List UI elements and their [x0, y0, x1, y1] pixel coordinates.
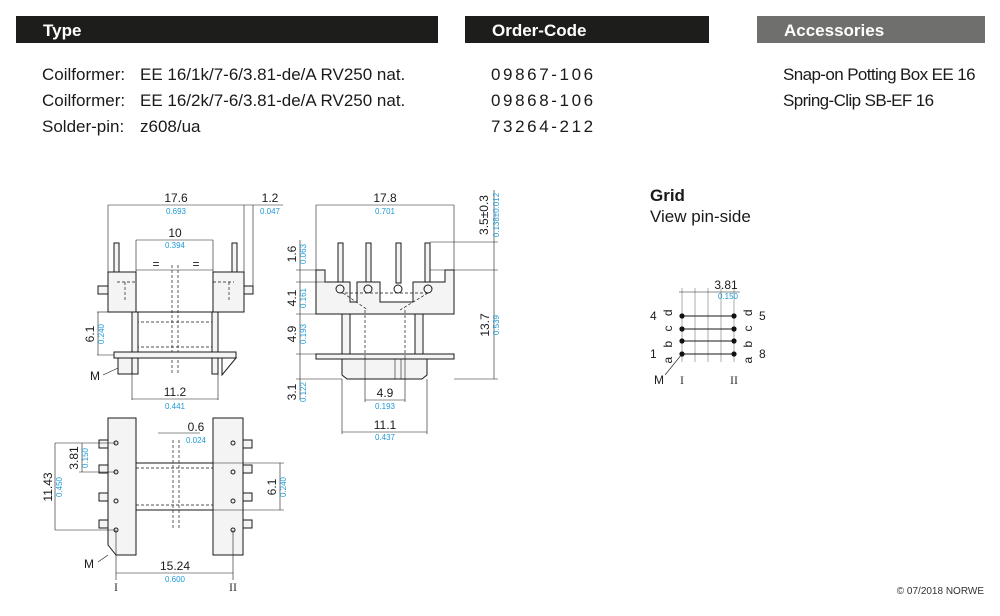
front-view-drawing: 17.6 0.693 1.2 0.047 10 0.394 = =: [83, 191, 283, 411]
dim-bottom-row: 15.24: [160, 559, 190, 573]
dim-side-total: 13.7: [478, 313, 492, 337]
pin-number-5: 5: [759, 309, 766, 323]
side-view-drawing: 17.8 0.701 3.5±0.3 0.138±0.012: [285, 190, 501, 442]
equal-sign: =: [192, 257, 199, 271]
dim-front-height-inch: 0.240: [97, 323, 106, 344]
order-code-header: Order-Code: [465, 16, 709, 43]
dim-front-width: 17.6: [164, 191, 188, 205]
dim-front-base: 11.2: [164, 385, 187, 399]
dim-bottom-height: 6.1: [265, 478, 279, 495]
accessory-item: Spring-Clip SB-EF 16: [783, 91, 934, 110]
grid-marker: M: [654, 373, 664, 387]
equal-sign: =: [152, 257, 159, 271]
dim-bottom-row-inch: 0.600: [165, 575, 186, 584]
pin-number-1: 1: [650, 347, 657, 361]
pin-number-4: 4: [650, 309, 657, 323]
dim-front-height: 6.1: [83, 325, 97, 342]
dim-bottom-gap-inch: 0.024: [186, 436, 207, 445]
dim-side-d3: 4.9: [285, 325, 299, 342]
dim-bottom-pitch: 3.81: [67, 446, 81, 470]
item-label: Solder-pin:: [42, 117, 125, 136]
pin-grid-diagram: 3.81 0.150 4 1 5 8 a b c d a b c d M I I…: [650, 278, 766, 387]
dim-side-d2-inch: 0.161: [299, 287, 308, 308]
pin-number-8: 8: [759, 347, 766, 361]
dim-side-inner-inch: 0.193: [375, 402, 396, 411]
dim-side-total-inch: 0.539: [492, 314, 501, 335]
accessory-item: Snap-on Potting Box EE 16: [783, 65, 976, 84]
marker-label: M: [84, 557, 94, 571]
row-label-II: II: [229, 580, 237, 594]
dim-side-d2: 4.1: [285, 289, 299, 306]
dim-front-base-inch: 0.441: [165, 402, 186, 411]
dim-side-pin-length-inch: 0.138±0.012: [492, 192, 501, 237]
dim-side-pin-length: 3.5±0.3: [477, 195, 491, 235]
dim-bottom-pitch-inch: 0.150: [81, 447, 90, 468]
grid-row-I: I: [680, 373, 684, 387]
item-label: Coilformer:: [42, 65, 126, 84]
item-order-code: 09868-106: [491, 91, 596, 110]
copyright-footer: © 07/2018 NORWE: [896, 586, 984, 597]
marker-label: M: [90, 369, 100, 383]
dim-bottom-gap: 0.6: [188, 420, 205, 434]
item-order-code: 73264-212: [491, 117, 596, 136]
row-label-I: I: [114, 580, 118, 594]
dim-side-d1-inch: 0.063: [299, 243, 308, 264]
grid-row-II: II: [730, 373, 738, 387]
dim-front-inner: 10: [168, 226, 182, 240]
dim-side-base-inch: 0.437: [375, 433, 396, 442]
item-label: Coilformer:: [42, 91, 126, 110]
item-order-code: 09867-106: [491, 65, 596, 84]
item-type: EE 16/2k/7-6/3.81-de/A RV250 nat.: [140, 91, 406, 110]
dim-front-inner-inch: 0.394: [165, 241, 186, 250]
dim-bottom-span: 11.43: [41, 472, 55, 501]
dim-side-d3-inch: 0.193: [299, 323, 308, 344]
grid-subtitle: View pin-side: [650, 207, 751, 226]
grid-pitch: 3.81: [714, 278, 738, 292]
dim-side-base: 11.1: [374, 418, 397, 432]
bottom-view-drawing: 0.6 0.024 3.81 0.150 11.43 0.450 6.1 0.2…: [41, 417, 288, 594]
item-type: z608/ua: [140, 117, 201, 136]
grid-letters-right: a b c d: [741, 306, 755, 363]
dim-front-pin-inch: 0.047: [260, 207, 281, 216]
dim-bottom-span-inch: 0.450: [55, 476, 64, 497]
type-header: Type: [16, 16, 438, 43]
accessories-header: Accessories: [757, 16, 985, 43]
dim-side-inner: 4.9: [377, 386, 394, 400]
grid-title: Grid: [650, 186, 685, 205]
dim-front-pin: 1.2: [262, 191, 279, 205]
dim-side-d4-inch: 0.122: [299, 381, 308, 402]
dim-bottom-height-inch: 0.240: [279, 476, 288, 497]
dim-front-width-inch: 0.693: [166, 207, 187, 216]
grid-letters-left: a b c d: [661, 306, 675, 363]
dim-side-width-inch: 0.701: [375, 207, 396, 216]
dim-side-width: 17.8: [373, 191, 397, 205]
item-type: EE 16/1k/7-6/3.81-de/A RV250 nat.: [140, 65, 406, 84]
dim-side-d4: 3.1: [285, 383, 299, 400]
grid-pitch-inch: 0.150: [718, 292, 739, 301]
dim-side-d1: 1.6: [285, 245, 299, 262]
